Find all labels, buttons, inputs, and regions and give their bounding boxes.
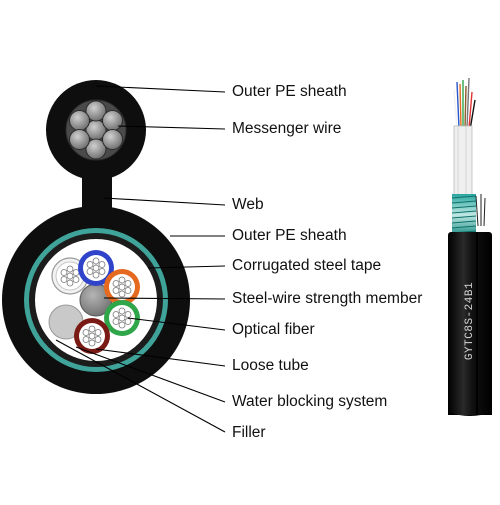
label-outer-pe-sheath-main: Outer PE sheath bbox=[232, 227, 347, 244]
steel-tape-section bbox=[452, 194, 476, 236]
label-filler: Filler bbox=[232, 424, 266, 441]
loose-tube-orange bbox=[104, 269, 140, 305]
label-corrugated-steel-tape: Corrugated steel tape bbox=[232, 257, 382, 274]
loose-tube-green bbox=[104, 300, 140, 336]
label-loose-tube: Loose tube bbox=[232, 357, 309, 374]
loose-tube-section bbox=[453, 125, 473, 197]
leader-lines bbox=[55, 85, 226, 433]
cross-section bbox=[2, 80, 190, 394]
label-steel-wire-strength-member: Steel-wire strength member bbox=[232, 290, 423, 307]
cable-print-text: GYTC8S-24B1 bbox=[464, 281, 476, 361]
label-water-blocking-system: Water blocking system bbox=[232, 393, 388, 410]
cable-jacket bbox=[448, 232, 492, 415]
label-outer-pe-sheath-top: Outer PE sheath bbox=[232, 83, 347, 100]
label-web: Web bbox=[232, 196, 264, 213]
exposed-fibers bbox=[453, 77, 476, 131]
loose-tube-brown bbox=[74, 318, 110, 354]
web-connector bbox=[82, 172, 112, 208]
label-messenger-wire: Messenger wire bbox=[232, 120, 342, 137]
cable-photo bbox=[448, 77, 492, 416]
loose-tube-blue bbox=[78, 250, 114, 286]
messenger-wire-bundle bbox=[65, 99, 127, 161]
label-optical-fiber: Optical fiber bbox=[232, 321, 315, 338]
